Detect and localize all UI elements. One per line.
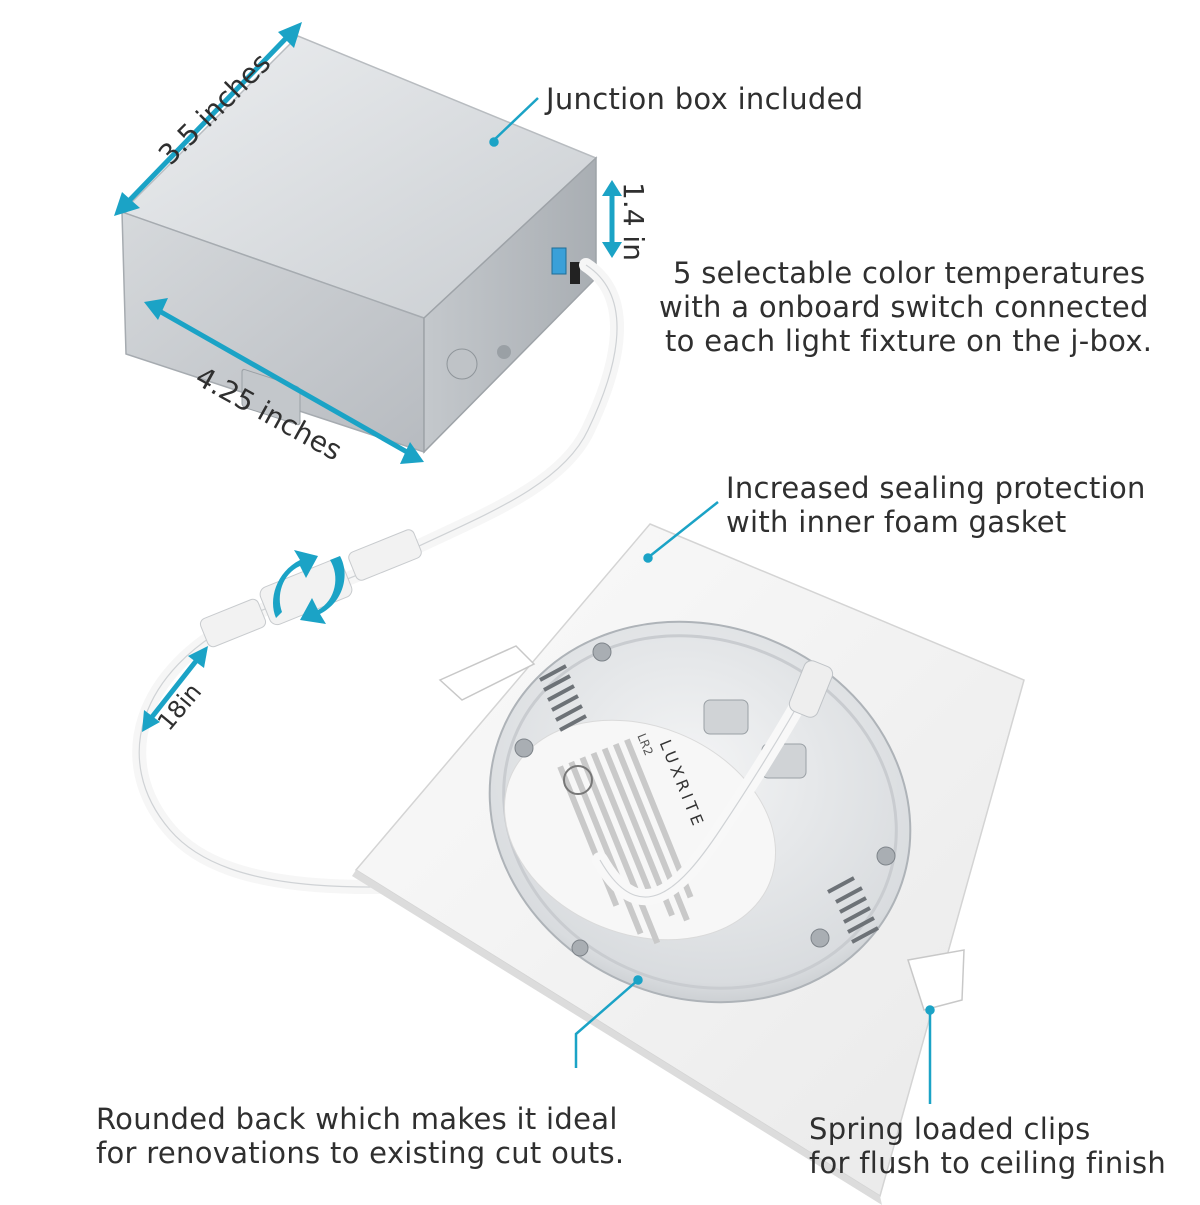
screw-icon: [514, 738, 534, 758]
sealing-line-2: with inner foam gasket: [726, 505, 1067, 539]
wire-strain-relief: [788, 660, 834, 718]
screw-icon: [810, 928, 830, 948]
spring-clip-bottom: [827, 876, 965, 1011]
panel-edge: [352, 870, 882, 1205]
cable-dimension-line: [146, 654, 202, 724]
screw-icon: [592, 642, 612, 662]
color-temp-line-1: 5 selectable color temperatures: [673, 256, 1146, 290]
leader-lines: [489, 97, 935, 1104]
wire-clamp: [703, 699, 749, 735]
twist-arrow-icon: [273, 550, 318, 618]
junction-box-callout: Junction box included: [546, 82, 864, 116]
junction-box: [120, 35, 598, 454]
dimension-arrows: [114, 22, 622, 732]
sealing-leader: [649, 501, 719, 557]
arrowhead-icon: [114, 192, 140, 216]
arrowhead-icon: [144, 298, 168, 320]
arrowhead-icon: [400, 442, 424, 464]
twist-arrow-icon: [300, 556, 345, 624]
length-dimension-line: [152, 305, 416, 459]
arrowhead-icon: [278, 22, 302, 48]
housing-rim: [502, 634, 898, 990]
color-temp-line-3: to each light fixture on the j-box.: [665, 324, 1153, 358]
color-temp-line-2: with a onboard switch connected: [659, 290, 1149, 324]
quick-connector: [199, 529, 422, 648]
screw-icon: [571, 939, 589, 957]
rounded-back-leader: [574, 979, 639, 1068]
spring-clips-line-1: Spring loaded clips: [809, 1112, 1091, 1146]
width-dimension-line: [122, 30, 294, 208]
junction-box-leader: [493, 97, 539, 141]
cert-mark: [563, 765, 593, 795]
arrowhead-icon: [188, 646, 208, 668]
rounded-back-line-1: Rounded back which makes it ideal: [96, 1102, 618, 1136]
height-dimension-label: 1.4 in: [617, 182, 650, 261]
arrowhead-icon: [602, 180, 622, 196]
screw-icon: [876, 846, 896, 866]
panel-light: LUXRITE LR2: [352, 523, 1025, 1205]
rounded-back-line-2: for renovations to existing cut outs.: [96, 1136, 625, 1170]
sealing-line-1: Increased sealing protection: [726, 471, 1146, 505]
switch-lever: [570, 262, 580, 284]
arrowhead-icon: [602, 242, 622, 258]
screw-head: [497, 345, 511, 359]
knockout-hole: [446, 348, 478, 380]
spring-clips-line-2: for flush to ceiling finish: [809, 1146, 1167, 1180]
spring-clip-top: [438, 645, 587, 732]
selector-switch: [551, 247, 567, 275]
arrowhead-icon: [142, 710, 160, 732]
